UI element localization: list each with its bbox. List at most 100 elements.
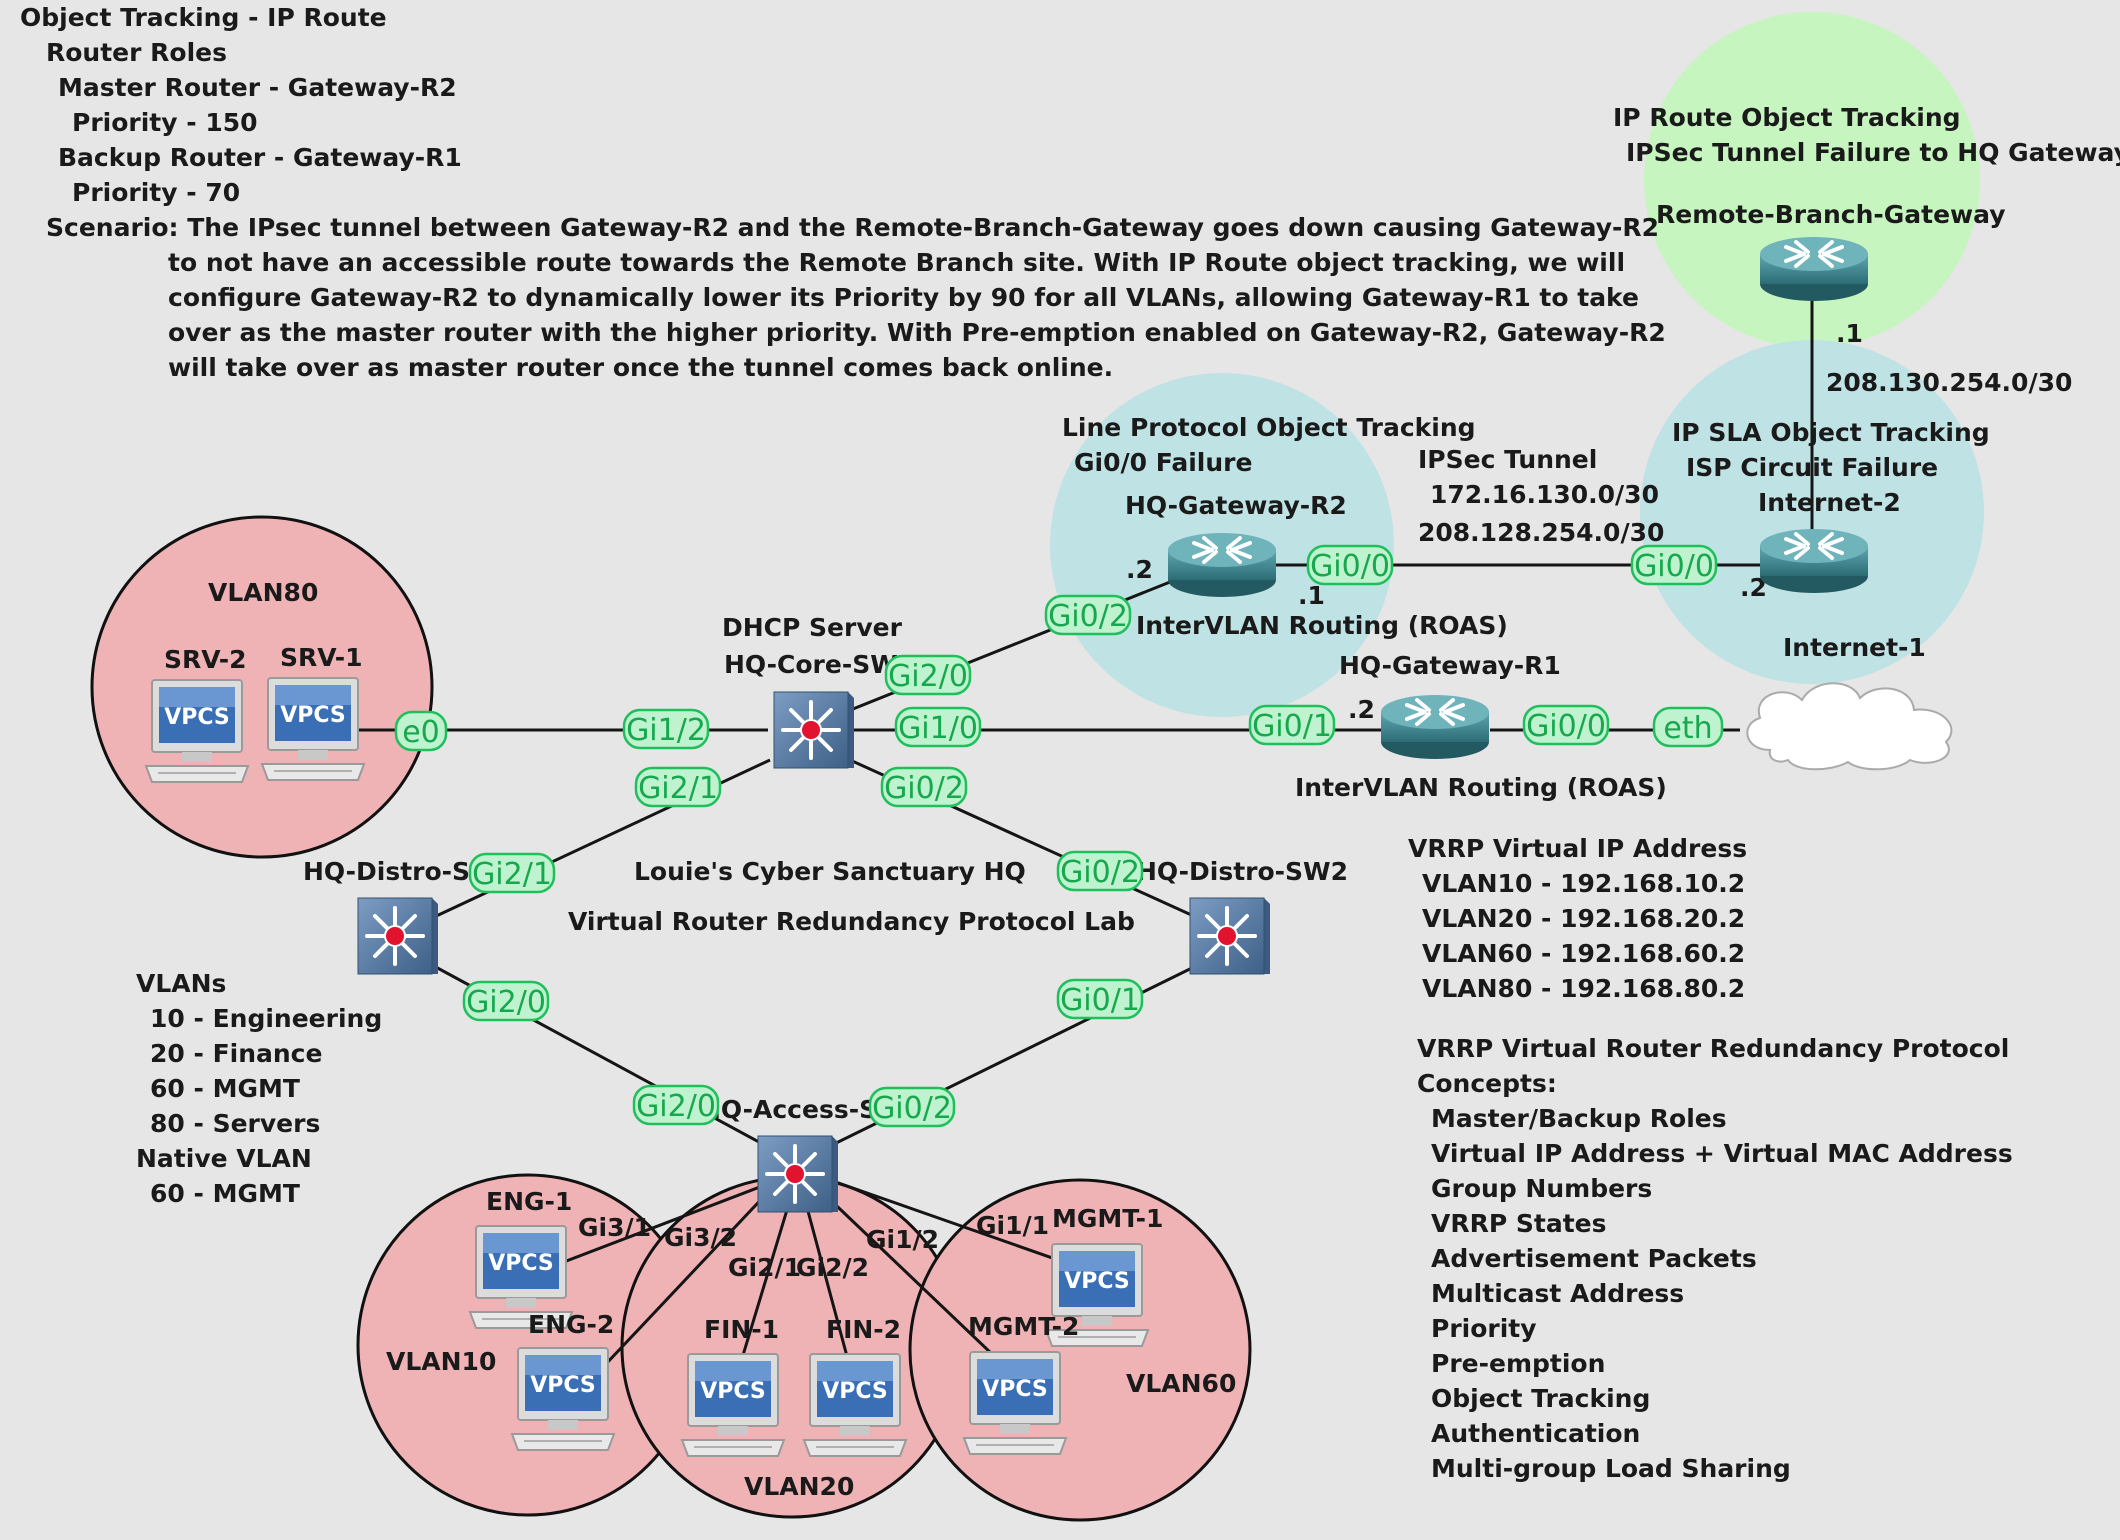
hq-distro-sw1-switch-icon[interactable] [356,896,440,976]
native-vlan-title: Native VLAN [136,1144,312,1173]
hq-core-sw1-label: HQ-Core-SW1 [724,650,915,679]
notes-scenario-line-5: will take over as master router once the… [168,353,1113,382]
vrrp-vip-title: VRRP Virtual IP Address [1408,834,1747,863]
port-gi2-0-core: Gi2/0 [888,659,968,694]
srv2-pc-icon[interactable] [145,679,249,783]
notes-scenario-line-4: over as the master router with the highe… [168,318,1666,347]
port-badges: Gi0/0 Gi0/0 Gi0/2 Gi2/0 Gi1/2 Gi1/0 Gi0/… [394,544,1724,1128]
vlan80-label: VLAN80 [208,578,318,607]
mgmt2-label: MGMT-2 [968,1312,1079,1341]
srv1-pc-icon[interactable] [261,677,365,781]
vlan-list: VLANs 10 - Engineering 20 - Finance 60 -… [136,969,382,1208]
concept-item: Priority [1431,1314,1537,1343]
port-gi1-2-core: Gi1/2 [626,713,706,748]
notes-backup-priority: Priority - 70 [72,178,240,207]
ip-route-tracking-subtitle: IPSec Tunnel Failure to HQ Gateway-R2 [1626,138,2120,167]
port-gi0-2-access: Gi0/2 [872,1091,952,1126]
port-gi2-0-distro1: Gi2/0 [466,985,546,1020]
srv1-vpcs-label: VPCS [280,703,346,728]
vlan-list-item: 20 - Finance [150,1039,322,1068]
concept-item: Multicast Address [1431,1279,1684,1308]
hq-gateway-r2-router-icon[interactable] [1166,531,1278,599]
mgmt1-pc[interactable]: VPCS [1045,1243,1149,1347]
native-vlan-value: 60 - MGMT [150,1179,300,1208]
port-gi0-0-r2: Gi0/0 [1310,549,1390,584]
srv2-pc[interactable]: VPCS [145,679,249,783]
internet2-label: Internet-2 [1758,488,1901,517]
eng2-label: ENG-2 [528,1310,614,1339]
ip-route-tracking-title: IP Route Object Tracking [1613,103,1961,132]
port-gi0-2-r2: Gi0/2 [1048,599,1128,634]
concept-item: Virtual IP Address + Virtual MAC Address [1431,1139,2013,1168]
fin2-pc-icon[interactable] [803,1353,907,1457]
mgmt1-vpcs-label: VPCS [1064,1269,1130,1294]
hq-distro-sw2-switch-icon[interactable] [1188,896,1272,976]
internet1-cloud-icon[interactable] [1746,682,1953,771]
hq-gateway-r1-label: HQ-Gateway-R1 [1339,651,1561,680]
vlan10-label: VLAN10 [386,1347,496,1376]
vlan60-label: VLAN60 [1126,1369,1236,1398]
tunnel-network: 172.16.130.0/30 [1430,480,1659,509]
mgmt2-pc[interactable]: VPCS [963,1351,1067,1455]
concepts-subtitle: Concepts: [1417,1069,1557,1098]
port-gi0-2-core: Gi0/2 [884,771,964,806]
concept-item: VRRP States [1431,1209,1607,1238]
mgmt2-vpcs-label: VPCS [982,1377,1048,1402]
internet1-label: Internet-1 [1783,633,1926,662]
mgmt2-pc-icon[interactable] [963,1351,1067,1455]
remote-branch-router-icon[interactable] [1758,235,1870,303]
lab-subtitle: Virtual Router Redundancy Protocol Lab [568,907,1135,936]
vlan-list-title: VLANs [136,969,226,998]
vrrp-vip-item: VLAN80 - 192.168.80.2 [1422,974,1745,1003]
port-gi1-1: Gi1/1 [976,1211,1049,1240]
eng1-label: ENG-1 [486,1187,572,1216]
hq-access-switch-icon[interactable] [756,1134,840,1214]
port-gi0-0-inet2: Gi0/0 [1634,549,1714,584]
srv1-label: SRV-1 [280,643,363,672]
port-gi2-0-access: Gi2/0 [636,1089,716,1124]
vrrp-vip-item: VLAN10 - 192.168.10.2 [1422,869,1745,898]
eng1-pc[interactable]: VPCS [469,1225,573,1329]
concept-item: Advertisement Packets [1431,1244,1757,1273]
fin1-pc[interactable]: VPCS [681,1353,785,1457]
remote-network: 208.130.254.0/30 [1826,368,2072,397]
notes-title: Object Tracking - IP Route [20,3,387,32]
port-gi0-1-distro2: Gi0/1 [1060,983,1140,1018]
hq-distro-sw2-label: HQ-Distro-SW2 [1136,857,1348,886]
port-eth-internet1: eth [1663,711,1712,746]
vrrp-vip-list: VRRP Virtual IP Address VLAN10 - 192.168… [1408,834,1747,1003]
gw-r1-address-dot2: .2 [1348,695,1375,724]
remote-branch-zone [1644,12,1980,348]
port-gi2-1-distro1: Gi2/1 [472,857,552,892]
hq-core-switch-icon[interactable] [772,690,856,770]
hq-gateway-r1-router-icon[interactable] [1379,693,1491,761]
internet2-router-icon[interactable] [1758,527,1870,595]
fin2-label: FIN-2 [826,1315,901,1344]
srv2-label: SRV-2 [164,645,247,674]
concept-item: Group Numbers [1431,1174,1652,1203]
notes-master-priority: Priority - 150 [72,108,258,137]
wan-network: 208.128.254.0/30 [1418,518,1664,547]
vlan60-zone [908,1178,1252,1522]
fin2-vpcs-label: VPCS [822,1379,888,1404]
gw-r2-address-dot1: .1 [1298,581,1325,610]
vlan20-label: VLAN20 [744,1472,854,1501]
port-gi0-0-r1: Gi0/0 [1526,709,1606,744]
port-gi2-1-core: Gi2/1 [638,771,718,806]
vrrp-vip-item: VLAN60 - 192.168.60.2 [1422,939,1745,968]
ipsla-tracking-title: IP SLA Object Tracking [1672,418,1990,447]
line-protocol-tracking-subtitle: Gi0/0 Failure [1074,448,1252,477]
srv1-pc[interactable]: VPCS [261,677,365,781]
eng2-pc-icon[interactable] [511,1347,615,1451]
vlan-list-item: 80 - Servers [150,1109,320,1138]
eng2-pc[interactable]: VPCS [511,1347,615,1451]
eng2-vpcs-label: VPCS [530,1373,596,1398]
port-gi0-2-distro2: Gi0/2 [1060,855,1140,890]
concept-item: Multi-group Load Sharing [1431,1454,1791,1483]
srv2-vpcs-label: VPCS [164,705,230,730]
port-e0-srv: e0 [402,715,440,750]
fin2-pc[interactable]: VPCS [803,1353,907,1457]
port-gi0-1-r1: Gi0/1 [1252,709,1332,744]
notes-scenario-line-2: to not have an accessible route towards … [168,248,1625,277]
fin1-pc-icon[interactable] [681,1353,785,1457]
